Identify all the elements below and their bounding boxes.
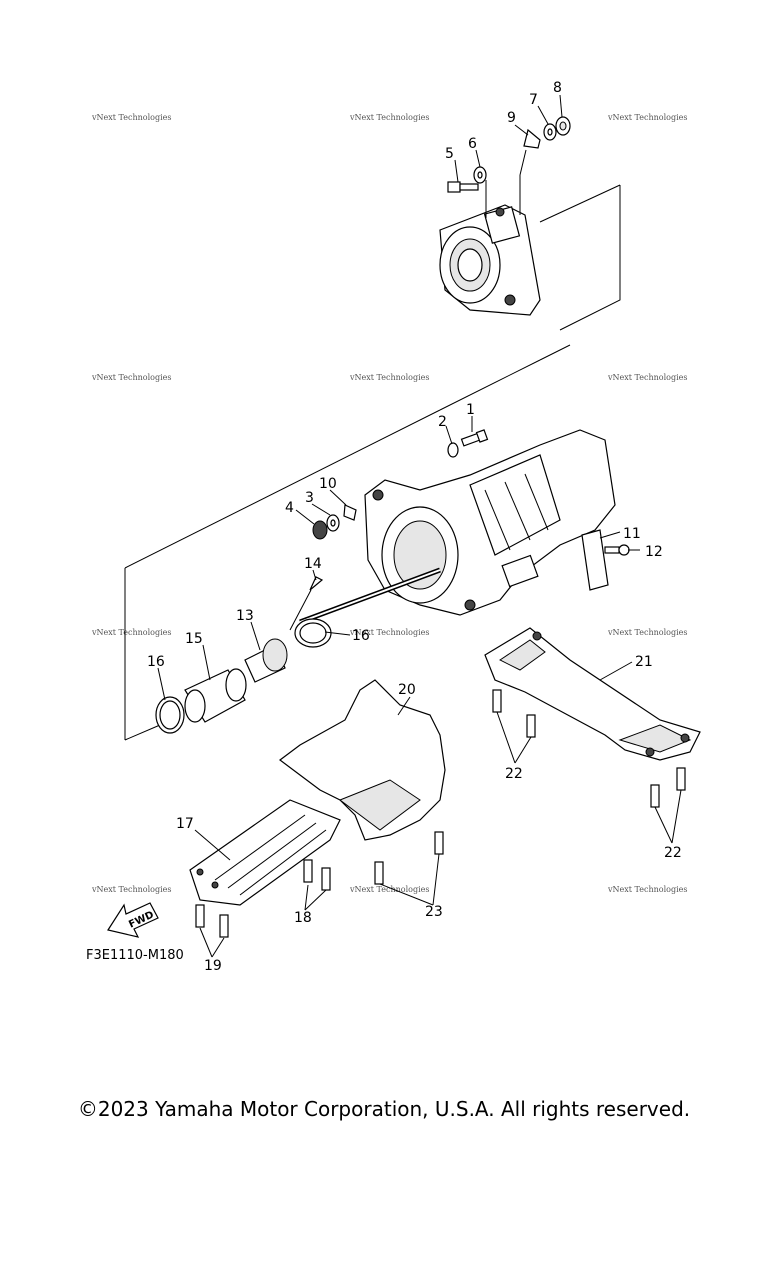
plate-11 (581, 529, 609, 591)
callout-23: 23 (425, 904, 443, 920)
nut-8 (555, 116, 571, 136)
bolts-23 (374, 831, 444, 885)
callout-14: 14 (304, 556, 322, 572)
watermark: vNext Technologies (349, 373, 429, 382)
hose-15 (184, 668, 247, 723)
assembly-boundary (124, 184, 621, 741)
watermark: vNext Technologies (349, 628, 429, 637)
ride-plate-21 (484, 627, 701, 761)
callout-15: 15 (185, 631, 203, 647)
watermarks: vNext Technologies vNext Technologies vN… (91, 113, 687, 894)
callouts: 1 2 3 4 5 6 7 8 9 10 11 12 13 14 15 16 1… (147, 80, 682, 974)
washer-2 (447, 442, 459, 458)
cover-20 (279, 679, 446, 841)
screw-14 (289, 576, 324, 631)
cover-housing (439, 149, 541, 316)
leader-lines (157, 94, 682, 958)
figure-code: F3E1110-M180 (86, 948, 184, 963)
callout-3: 3 (305, 490, 314, 506)
bracket-10 (343, 504, 357, 521)
bolts-19 (195, 904, 229, 938)
callout-16-lower: 16 (147, 654, 165, 670)
callout-20: 20 (398, 682, 416, 698)
callout-21: 21 (635, 654, 653, 670)
bolts-22-right (650, 767, 686, 808)
bolt-12 (604, 544, 630, 556)
bracket-9 (523, 128, 541, 149)
washer-7 (543, 123, 557, 141)
callout-19: 19 (204, 958, 222, 974)
watermark: vNext Technologies (349, 885, 429, 894)
watermark: vNext Technologies (607, 113, 687, 122)
clamp-16-upper (294, 618, 332, 648)
callout-5: 5 (445, 146, 454, 162)
bolt-5 (447, 181, 479, 193)
intake-grate-17 (189, 799, 341, 906)
callout-9: 9 (507, 110, 516, 126)
callout-16-upper: 16 (352, 628, 370, 644)
jet-pump-housing (364, 429, 616, 616)
bolts-22-left (492, 689, 536, 738)
watermark: vNext Technologies (349, 113, 429, 122)
watermark: vNext Technologies (607, 885, 687, 894)
callout-13: 13 (236, 608, 254, 624)
callout-7: 7 (529, 92, 538, 108)
washer-3 (326, 514, 340, 532)
watermark: vNext Technologies (91, 373, 171, 382)
nut-4 (312, 520, 328, 540)
callout-8: 8 (553, 80, 562, 96)
watermark: vNext Technologies (91, 885, 171, 894)
callout-22-left: 22 (505, 766, 523, 782)
fwd-arrow-icon: FWD (107, 902, 159, 938)
washer-6 (473, 166, 487, 184)
bolt-1 (460, 429, 489, 447)
callout-6: 6 (468, 136, 477, 152)
copyright-notice: ©2023 Yamaha Motor Corporation, U.S.A. A… (77, 1097, 691, 1121)
callout-22-right: 22 (664, 845, 682, 861)
callout-18: 18 (294, 910, 312, 926)
drive-shaft (299, 567, 441, 625)
callout-2: 2 (438, 414, 447, 430)
watermark: vNext Technologies (91, 628, 171, 637)
callout-12: 12 (645, 544, 663, 560)
watermark: vNext Technologies (91, 113, 171, 122)
watermark: vNext Technologies (607, 373, 687, 382)
watermark: vNext Technologies (607, 628, 687, 637)
callout-11: 11 (623, 526, 641, 542)
sleeve-13 (244, 638, 288, 683)
callout-4: 4 (285, 500, 294, 516)
clamp-16-lower (155, 696, 185, 734)
callout-1: 1 (466, 402, 475, 418)
callout-17: 17 (176, 816, 194, 832)
callout-10: 10 (319, 476, 337, 492)
